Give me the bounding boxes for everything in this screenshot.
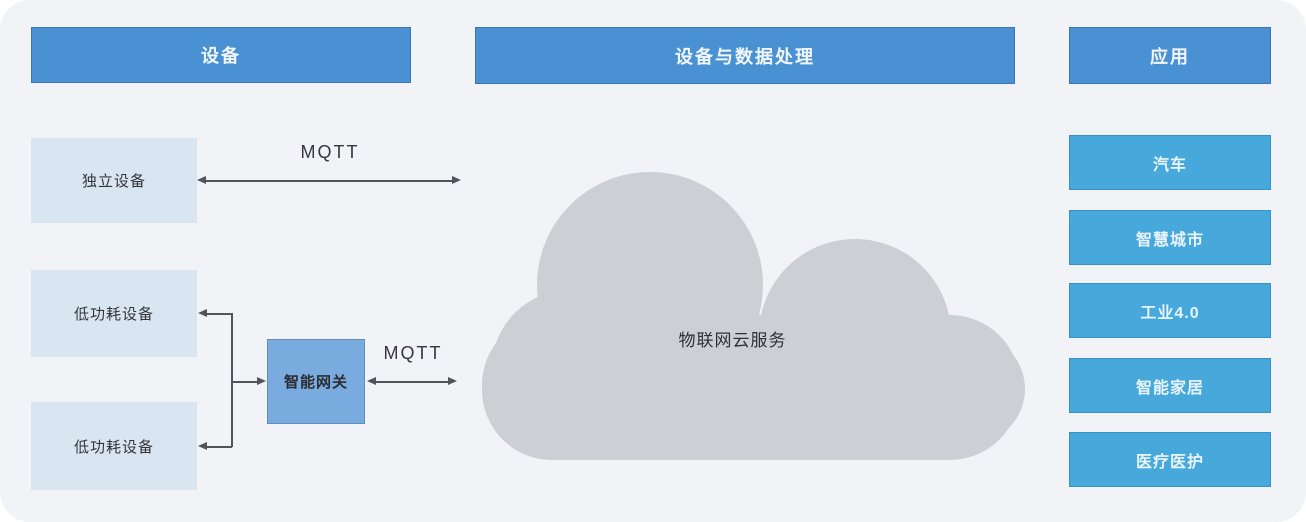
mqtt-label-gateway: MQTT [383,343,443,363]
arrowhead-gateway [257,377,266,385]
smart-gateway-label: 智能网关 [283,374,348,391]
arrow-line-gateway-cloud [373,381,453,383]
cloud-service-label: 物联网云服务 [678,331,787,350]
arrowhead-left-gateway [367,377,376,385]
header-apps-label: 应用 [1150,46,1190,67]
connector-top-segment [205,313,232,315]
header-devices-label: 设备 [201,46,241,66]
standalone-device-label: 独立设备 [81,173,146,190]
header-devices: 设备 [31,27,411,83]
app-box-smart-home: 智能家居 [1069,358,1271,413]
app-box-smart-city: 智慧城市 [1069,210,1271,265]
mqtt-label-direct: MQTT [300,142,360,162]
low-power-device-label-2: 低功耗设备 [73,438,154,456]
low-power-device-box-2: 低功耗设备 [31,402,197,490]
connector-bottom-segment [205,446,232,448]
arrowhead-left-standalone [197,176,206,184]
arrowhead-right-cloud-mid [448,377,457,385]
app-box-industry-40: 工业4.0 [1069,283,1271,338]
smart-gateway-box: 智能网关 [267,339,365,424]
arrowhead-low-power-1 [198,309,207,317]
app-box-healthcare: 医疗医护 [1069,432,1271,487]
low-power-device-label-1: 低功耗设备 [73,306,154,323]
connector-mid-segment [231,381,258,383]
app-label-industry-40: 工业4.0 [1140,304,1200,322]
arrowhead-right-cloud-top [452,176,461,184]
header-processing-label: 设备与数据处理 [675,46,815,67]
app-box-automotive: 汽车 [1069,135,1271,190]
arrow-line-standalone-cloud [203,180,457,182]
header-apps: 应用 [1069,27,1271,84]
app-label-smart-city: 智慧城市 [1135,231,1204,249]
connector-trunk-line [231,313,233,447]
header-processing: 设备与数据处理 [475,27,1015,84]
standalone-device-box: 独立设备 [31,138,197,223]
arrowhead-low-power-2 [198,442,207,450]
app-label-healthcare: 医疗医护 [1135,453,1204,471]
app-label-smart-home: 智能家居 [1135,379,1204,397]
low-power-device-box-1: 低功耗设备 [31,270,197,357]
app-label-automotive: 汽车 [1152,156,1187,174]
cloud-icon [482,172,1025,460]
